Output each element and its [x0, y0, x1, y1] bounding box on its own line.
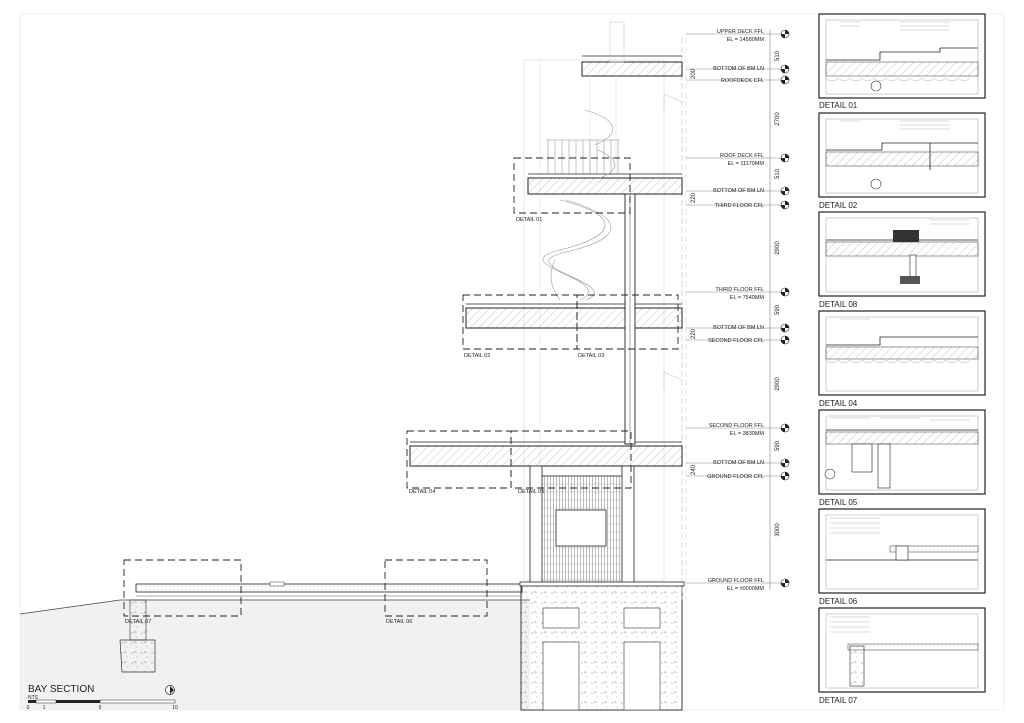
level-name: THIRD FLOOR FFL	[715, 287, 764, 293]
detail-panel-title: DETAIL 01	[819, 101, 858, 110]
level-elevation: EL = ±0000MM	[727, 586, 765, 592]
scale-note: NTS	[28, 695, 39, 701]
detail-panel-02[interactable]: DETAIL 02	[818, 112, 986, 210]
detail-panel-title: DETAIL 05	[819, 498, 858, 507]
dimension-label: 240	[691, 464, 697, 475]
callout-label-detail-05: DETAIL 05	[518, 489, 544, 495]
detail-panel-05[interactable]: DETAIL 05	[818, 409, 986, 507]
callout-label-detail-04: DETAIL 04	[409, 489, 435, 495]
detail-panel-01[interactable]: DETAIL 01	[818, 13, 986, 110]
building-structure	[135, 21, 687, 600]
level-name: THIRD FLOOR CFL	[715, 203, 764, 209]
level-marker-icon	[780, 471, 790, 481]
scale-bar-label: 0	[27, 705, 30, 711]
level-marker-icon	[780, 578, 790, 588]
level-name: GROUND FLOOR CFL	[707, 474, 764, 480]
level-markers	[780, 29, 790, 588]
scale-bar-label: 1	[43, 705, 46, 711]
level-elevation: EL = 3830MM	[730, 431, 765, 437]
dimension-label: 3000	[775, 523, 781, 537]
dimension-label: 590	[775, 304, 781, 315]
dimension-label: 220	[691, 328, 697, 339]
foundation	[119, 583, 683, 711]
scale-bar-label: 5	[99, 705, 102, 711]
level-marker-icon	[780, 75, 790, 85]
level-name: ROOFDECK CFL	[721, 78, 764, 84]
level-marker-icon	[780, 287, 790, 297]
level-name: BOTTOM OF BM LN	[713, 460, 764, 466]
level-marker-icon	[780, 64, 790, 74]
detail-panel-04[interactable]: DETAIL 04	[818, 310, 986, 408]
level-marker-icon	[780, 458, 790, 468]
detail-panel-08[interactable]: DETAIL 08	[818, 211, 986, 309]
callout-box-detail-07[interactable]	[123, 559, 242, 617]
dimension-label: 2900	[775, 377, 781, 391]
north-arrow-icon	[165, 685, 175, 695]
level-name: BOTTOM OF BM LN	[713, 66, 764, 72]
callout-label-detail-07: DETAIL 07	[125, 619, 151, 625]
level-name: GROUND FLOOR FFL	[708, 578, 764, 584]
ground	[19, 599, 530, 710]
level-elevation: EL = 11170MM	[728, 161, 765, 167]
dimension-label: 590	[775, 440, 781, 451]
callout-label-detail-02: DETAIL 02	[464, 353, 490, 359]
level-marker-icon	[780, 153, 790, 163]
level-elevation: EL = 7540MM	[730, 295, 765, 301]
detail-panel-title: DETAIL 02	[819, 201, 858, 210]
title-block: BAY SECTION NTS 0 1 5 10	[27, 684, 178, 711]
dimension-label: 220	[691, 192, 697, 203]
level-name: UPPER DECK FFL	[717, 29, 764, 35]
level-name: SECOND FLOOR FFL	[709, 423, 764, 429]
level-marker-icon	[780, 200, 790, 210]
callout-box-detail-01[interactable]	[513, 157, 631, 214]
detail-panel-title: DETAIL 04	[819, 399, 858, 408]
level-elevation: EL = 14580MM	[727, 37, 765, 43]
callout-label-detail-06: DETAIL 06	[386, 619, 412, 625]
detail-panels: DETAIL 01 DETAIL 02 DETAIL 08	[818, 13, 986, 705]
detail-callout-labels: DETAIL 01 DETAIL 02 DETAIL 03 DETAIL 04 …	[125, 217, 604, 625]
level-name: BOTTOM OF BM LN	[713, 325, 764, 331]
dimension-label: 510	[775, 50, 781, 61]
callout-box-detail-03[interactable]	[576, 294, 679, 350]
level-marker-icon	[780, 29, 790, 39]
callout-label-detail-03: DETAIL 03	[578, 353, 604, 359]
dimension-label: 510	[775, 168, 781, 179]
level-name: BOTTOM OF BM LN	[713, 188, 764, 194]
dimension-label: 2900	[775, 241, 781, 255]
level-leaders	[686, 33, 785, 584]
detail-callouts	[123, 157, 679, 617]
dimension-label: 200	[691, 68, 697, 79]
callout-label-detail-01: DETAIL 01	[516, 217, 542, 223]
detail-panel-06[interactable]: DETAIL 06	[818, 508, 986, 606]
level-marker-icon	[780, 323, 790, 333]
detail-panel-title: DETAIL 07	[819, 696, 858, 705]
callout-box-detail-02[interactable]	[462, 294, 578, 350]
level-marker-icon	[780, 335, 790, 345]
drawing-title: BAY SECTION	[28, 684, 94, 695]
dimension-label: 2700	[775, 112, 781, 126]
callout-box-detail-06[interactable]	[384, 559, 488, 617]
level-marker-icon	[780, 423, 790, 433]
detail-panel-title: DETAIL 06	[819, 597, 858, 606]
scale-bar-label: 10	[172, 705, 178, 711]
level-marker-icon	[780, 186, 790, 196]
dimension-labels: 510 200 2700 510 220 2900 590 220 2900 5…	[691, 50, 781, 536]
detail-panel-07[interactable]: DETAIL 07	[818, 607, 986, 705]
level-labels: UPPER DECK FFL EL = 14580MM BOTTOM OF BM…	[707, 29, 764, 592]
level-name: ROOF DECK FFL	[720, 153, 764, 159]
detail-panel-title: DETAIL 08	[819, 300, 858, 309]
level-name: SECOND FLOOR CFL	[708, 338, 764, 344]
callout-box-detail-05[interactable]	[510, 430, 632, 489]
scale-bar	[28, 699, 176, 704]
